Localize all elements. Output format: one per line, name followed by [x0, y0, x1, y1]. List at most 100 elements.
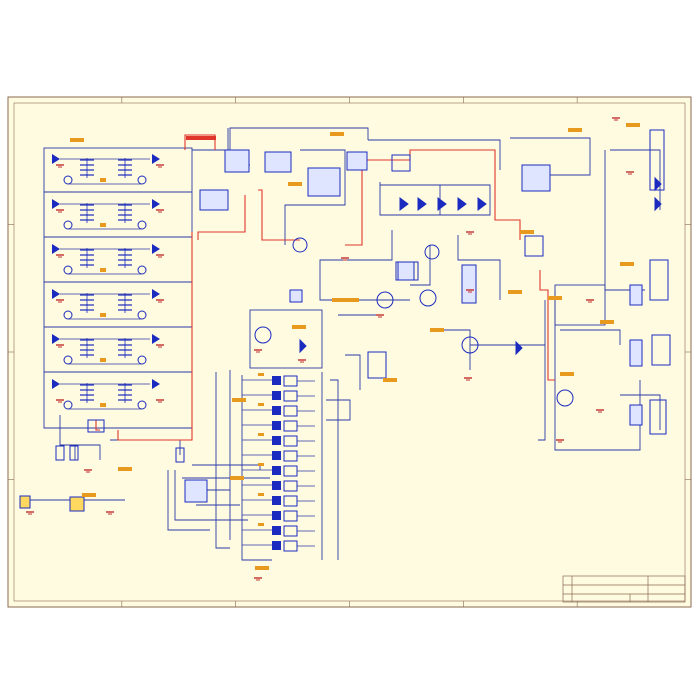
- resistor-icon: [258, 523, 264, 526]
- ground-icon: [156, 344, 164, 348]
- optocoupler: [242, 403, 315, 417]
- diode-icon: [152, 289, 160, 299]
- transformer-right: [118, 293, 132, 313]
- optocoupler: [242, 433, 315, 447]
- optocoupler: [242, 493, 315, 507]
- ground-icon: [156, 299, 164, 303]
- net-label-tag: [383, 378, 397, 382]
- transformer-left: [80, 158, 94, 178]
- ground-icon: [612, 117, 620, 121]
- diode-d8: [654, 176, 662, 192]
- ground-icon: [26, 511, 34, 515]
- ground-icon: [254, 577, 262, 581]
- diode-d4: [457, 197, 467, 211]
- ground-icon: [596, 409, 604, 413]
- ic-u4: [307, 167, 341, 197]
- net-label-tag: [288, 182, 302, 186]
- diode-icon: [152, 379, 160, 389]
- ground-icon: [466, 231, 474, 235]
- connector-j8: [69, 445, 79, 461]
- opto-led-icon: [272, 526, 281, 535]
- ground-icon: [56, 344, 64, 348]
- resistor-icon: [100, 358, 106, 362]
- connector-j2: [649, 259, 669, 301]
- opto-led-icon: [272, 436, 281, 445]
- net-label-tag: [548, 296, 562, 300]
- connector-j9: [175, 447, 185, 463]
- connector-j10: [367, 351, 387, 379]
- diode-d5: [477, 197, 487, 211]
- transformer-right: [118, 158, 132, 178]
- net-label-tag: [626, 123, 640, 127]
- resistor-icon: [258, 403, 264, 406]
- diode-icon: [152, 334, 160, 344]
- connector-j1: [649, 129, 665, 191]
- ic-u1: [199, 189, 229, 211]
- transformer-left: [80, 383, 94, 403]
- transistor-q1: [254, 326, 272, 344]
- ground-icon: [298, 359, 306, 363]
- ground-icon: [376, 314, 384, 318]
- optocoupler-bank: [242, 373, 315, 552]
- ground-icon: [464, 377, 472, 381]
- transistor-q6: [292, 237, 308, 253]
- net-label-tag: [568, 128, 582, 132]
- ground-icon: [56, 299, 64, 303]
- transistor-q5: [556, 389, 574, 407]
- ground-icon: [466, 289, 474, 293]
- connector-j13: [87, 419, 105, 433]
- resistor-icon: [100, 223, 106, 227]
- opto-led-icon: [272, 406, 281, 415]
- opto-led-icon: [272, 376, 281, 385]
- connector-j3: [651, 334, 671, 366]
- net-label-tag: [70, 138, 84, 142]
- resistor-icon: [258, 463, 264, 466]
- transformer-left: [80, 293, 94, 313]
- net-label-tag: [430, 328, 444, 332]
- ground-symbols: [26, 117, 634, 581]
- optocoupler: [242, 540, 315, 552]
- driver-stage: [52, 379, 160, 410]
- net-label-tag: [560, 372, 574, 376]
- driver-stage: [52, 154, 160, 185]
- net-label-tag: [232, 398, 246, 402]
- optocoupler: [242, 373, 315, 387]
- resistor-icon: [100, 178, 106, 182]
- connector-j7: [55, 445, 65, 461]
- ic-u12: [184, 479, 208, 503]
- driver-array: [52, 154, 160, 410]
- optocoupler: [242, 523, 315, 537]
- ground-icon: [556, 439, 564, 443]
- ic-u5: [346, 151, 368, 171]
- transformer-right: [118, 248, 132, 268]
- transformer-left: [80, 338, 94, 358]
- wiring: [30, 127, 661, 561]
- transistor-q3: [419, 289, 437, 307]
- ground-icon: [586, 299, 594, 303]
- optocoupler: [242, 463, 315, 477]
- transformer-right: [118, 203, 132, 223]
- ic-u3: [264, 151, 292, 173]
- net-label-tag: [186, 136, 216, 140]
- net-label-tag: [292, 325, 306, 329]
- opto-led-icon: [272, 421, 281, 430]
- resistor-icon: [258, 373, 264, 376]
- opto-led-icon: [272, 496, 281, 505]
- diode-icon: [52, 289, 60, 299]
- resistor-icon: [100, 313, 106, 317]
- diode-d2: [417, 197, 427, 211]
- ic-u11: [629, 404, 643, 426]
- ground-icon: [254, 349, 262, 353]
- diode-d9: [654, 196, 662, 212]
- transistor-q2: [376, 291, 394, 309]
- resistor-icon: [258, 493, 264, 496]
- ground-icon: [56, 254, 64, 258]
- diode-d6: [299, 338, 307, 354]
- connector-j12: [524, 235, 544, 257]
- net-label-tag: [255, 566, 269, 570]
- resistor-icon: [258, 433, 264, 436]
- ground-icon: [156, 254, 164, 258]
- net-label-tags: [70, 123, 640, 570]
- ic-u7: [461, 264, 477, 304]
